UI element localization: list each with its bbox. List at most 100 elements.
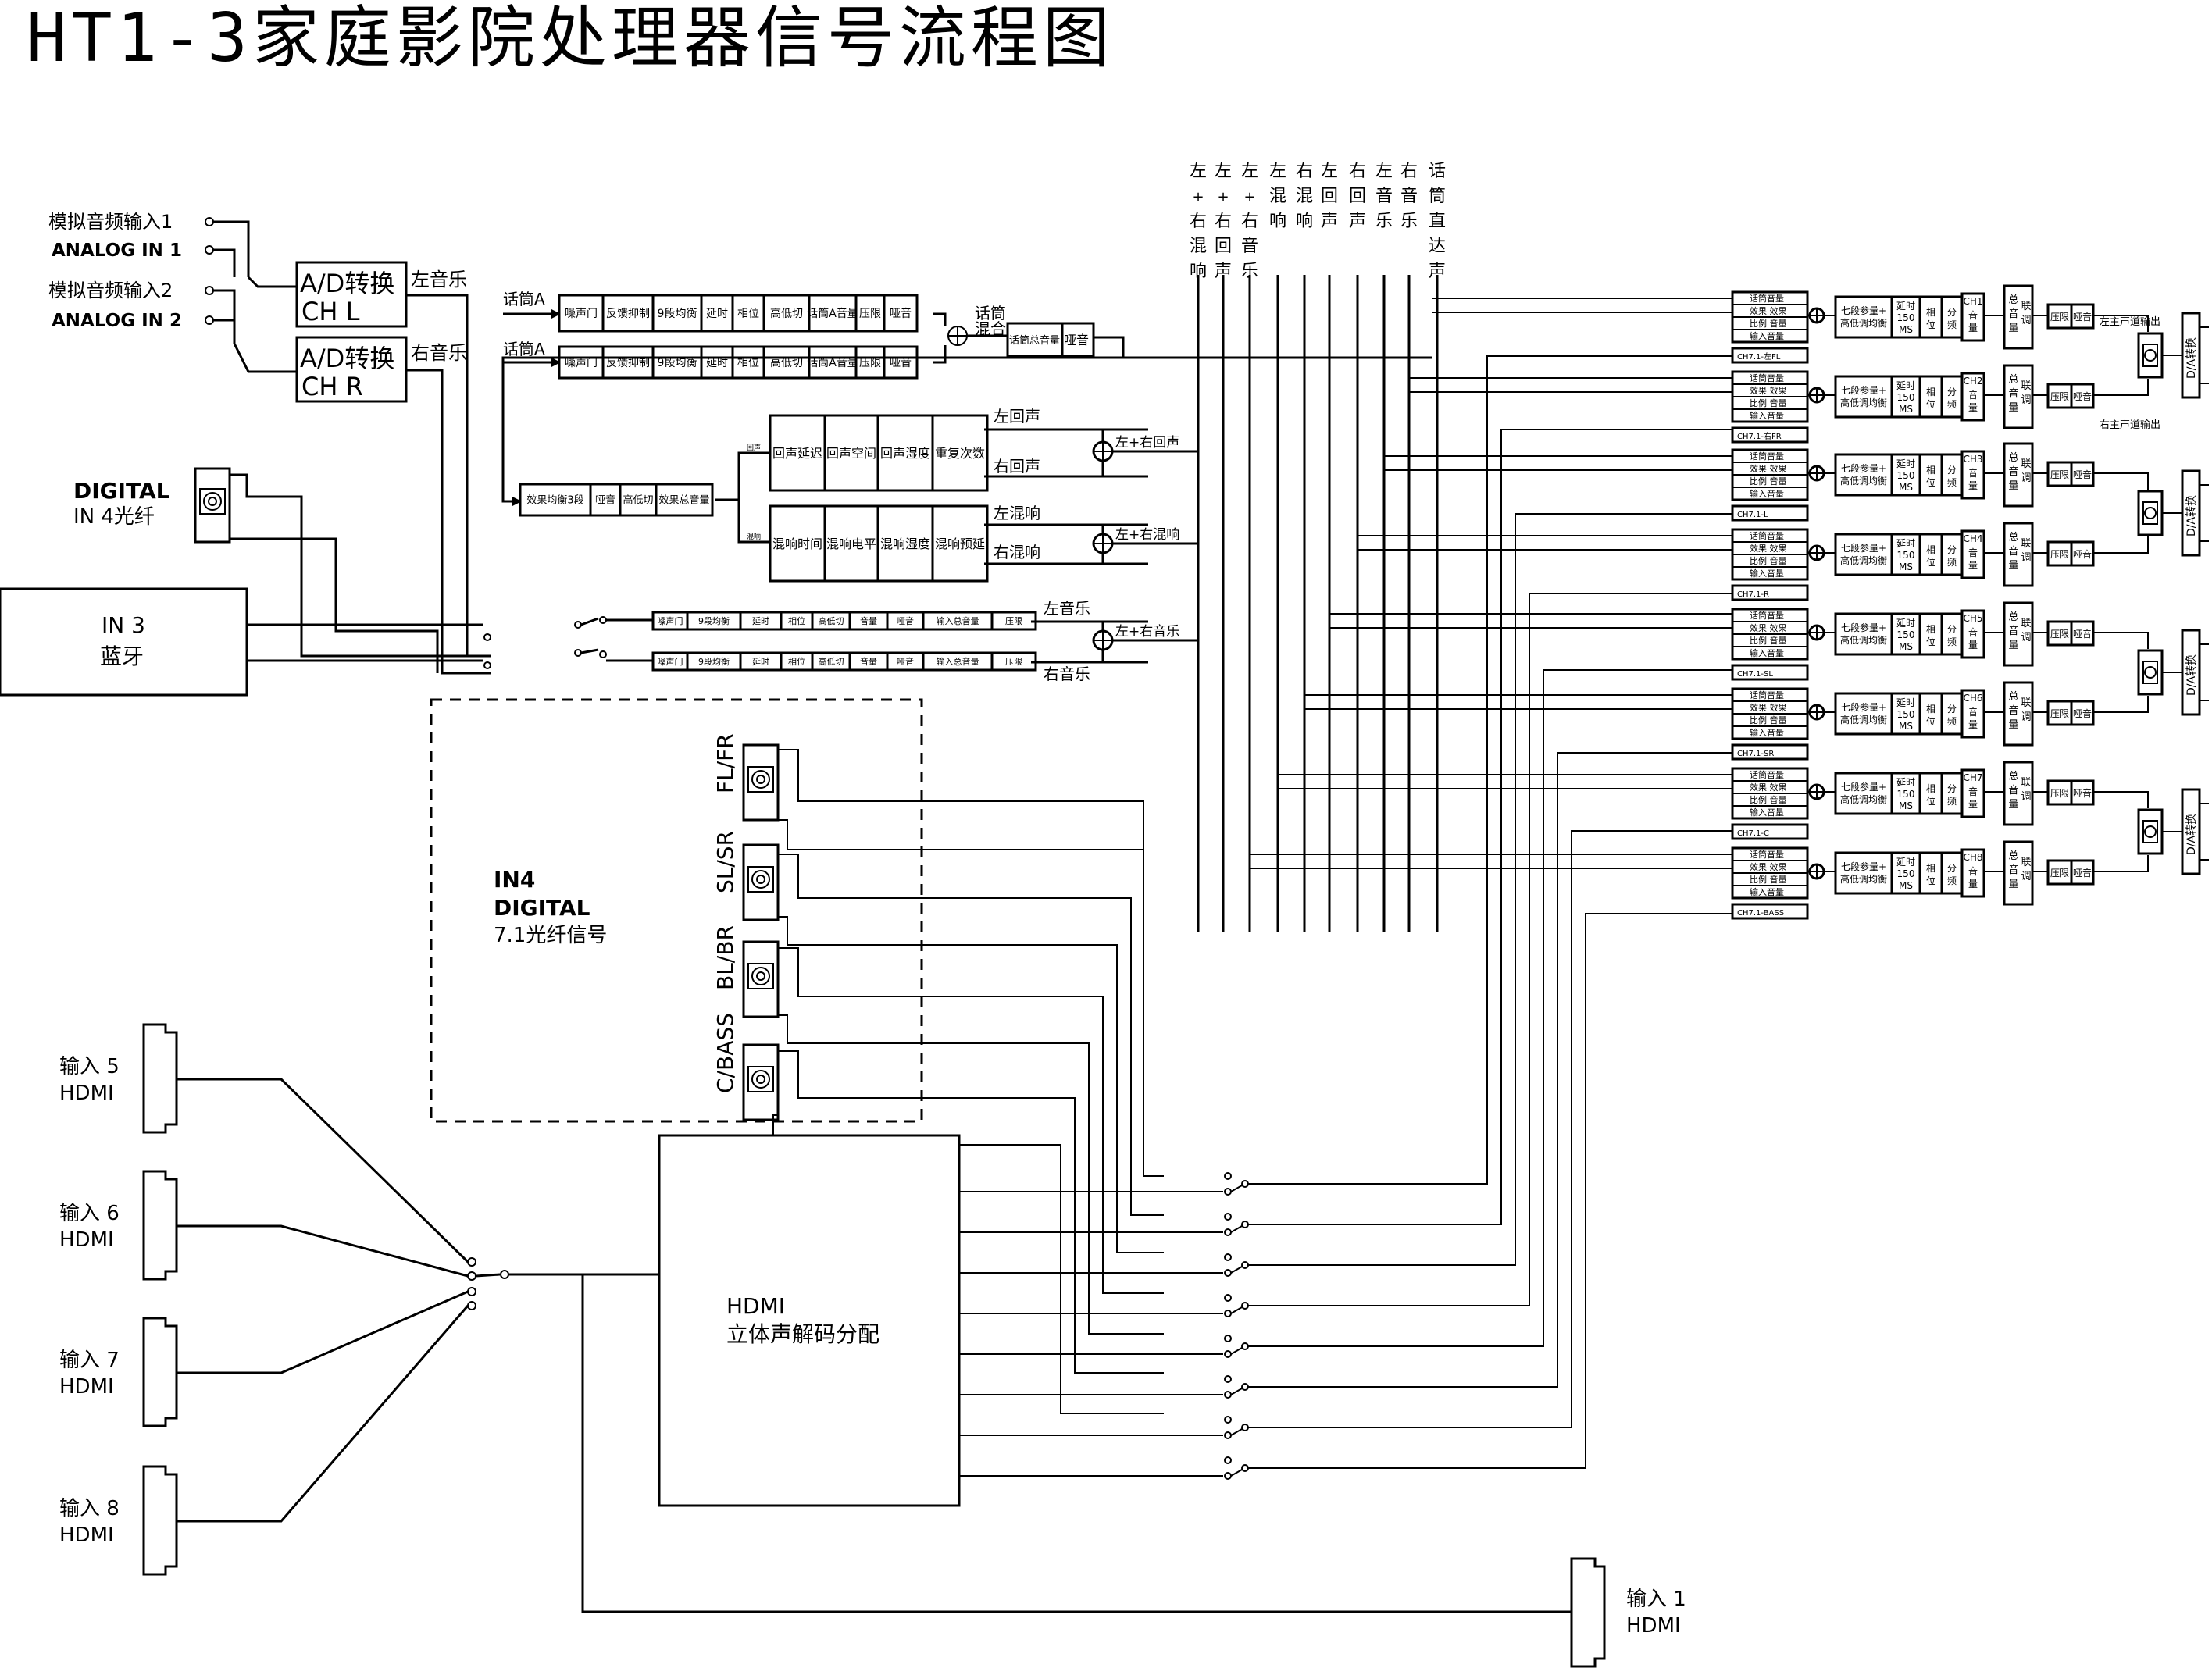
ch1-sum-cross [1810, 308, 1824, 323]
echo-block-2 [876, 414, 934, 492]
hdmi-1-label: 输入 1 [1626, 1588, 1686, 1611]
ch5-mix-label-0: 话筒音量 [1750, 610, 1784, 621]
ch7-link-0: 联 [2021, 777, 2031, 789]
ch7-mix-label-1: 效果 效果 [1750, 782, 1787, 793]
ch7-mute-label: 哑音 [2073, 787, 2092, 799]
ch5-mix-label-3: 输入音量 [1750, 647, 1784, 658]
da-label-3: D/A转换 [2185, 814, 2198, 855]
ch8-phase-b: 位 [1926, 875, 1936, 886]
music-r-label-1: 9段均衡 [698, 656, 730, 667]
effect-label-0: 效果均衡3段 [526, 495, 583, 507]
effect-label-1: 哑音 [595, 494, 615, 507]
ch6-mute-label: 哑音 [2073, 707, 2092, 719]
ch1-delay-b: 150 [1897, 312, 1915, 323]
ch2-xover-a: 分 [1947, 387, 1957, 397]
ch6-master-2: 量 [2008, 719, 2018, 731]
bus-6-char-0: 右 [1349, 162, 1366, 181]
da-jack-inner-2 [2142, 661, 2158, 684]
ch1-master [2003, 284, 2034, 350]
hdmi-1-input: 输入 1 HDMI [1570, 1557, 1686, 1668]
da-out-1 [2162, 484, 2209, 542]
optical-port-core-1 [756, 875, 765, 884]
ch8-label: CH8 [1963, 852, 1982, 863]
ch7-delay-c: MS [1899, 800, 1913, 811]
mic-b-block-0 [558, 345, 605, 380]
decoder-switch-c-3 [1241, 1302, 1249, 1310]
ch3-mix-label-0: 话筒音量 [1750, 451, 1784, 462]
bus-9-char-1: 筒 [1429, 187, 1446, 206]
ch8-limit-label: 压限 [2050, 868, 2069, 879]
ch7-peq-a: 七段参量+ [1841, 781, 1886, 793]
ch1-limit [2046, 303, 2073, 330]
ch2-xover-b: 频 [1947, 399, 1957, 410]
ch8-mix-label-2: 比例 音量 [1750, 874, 1787, 885]
hdmi-decoder-box [658, 1134, 961, 1507]
analog-input-2-en: ANALOG IN 2 [52, 311, 182, 331]
hdmi-8-label: 输入 8 [59, 1497, 120, 1520]
ch6-volume [1960, 689, 1985, 739]
music-left-label: 左音乐 [1044, 599, 1090, 618]
ch4-peq-a: 七段参量+ [1841, 542, 1886, 554]
analog-jack-1b [205, 245, 214, 255]
decoder-switch-c-1 [1241, 1221, 1249, 1228]
reverb-label-0: 混响时间 [772, 536, 822, 551]
mic-b-label-0: 噪声门 [565, 357, 598, 369]
ch5-mix-label-1: 效果 效果 [1750, 622, 1787, 633]
ch8-source-box [1731, 903, 1809, 920]
mic-a-label-6: 话筒A音量 [807, 307, 858, 320]
mic-a-block-5 [762, 294, 811, 333]
optical-route-3 [778, 916, 1164, 1253]
mic-a-label-4: 相位 [737, 308, 759, 320]
ch7-mix-label-0: 话筒音量 [1750, 769, 1784, 780]
ad-ch-r: CH R [301, 372, 363, 401]
decoder-route-4 [1248, 669, 1732, 1347]
mic-a-label-0: 噪声门 [565, 308, 598, 320]
ch2-peq [1834, 375, 1893, 419]
ch1-vol-b: 量 [1968, 323, 1978, 333]
ch8-mix-label-0: 话筒音量 [1750, 849, 1784, 860]
bus-6-char-2: 声 [1349, 212, 1366, 231]
ch1-source-label: CH7.1-左FL [1737, 351, 1781, 362]
ch8-source-label: CH7.1-BASS [1737, 909, 1784, 918]
digital-label: DIGITAL [73, 478, 170, 504]
ch4-mix-label-2: 比例 音量 [1750, 555, 1787, 566]
ch5-phase [1918, 612, 1943, 656]
music-l-label-1: 9段均衡 [698, 615, 730, 626]
ch3-peq [1834, 453, 1893, 497]
mic-a-label-1: 反馈抑制 [606, 308, 650, 320]
hdmi-5-label: 输入 5 [59, 1055, 120, 1078]
ch1-phase-b: 位 [1926, 319, 1936, 330]
ch2-link-0: 联 [2021, 380, 2031, 392]
bus-2-char-3: 音 [1241, 237, 1258, 256]
ch3-peq-b: 高低调均衡 [1840, 475, 1887, 486]
ch4-peq [1834, 533, 1893, 576]
ch5-mute-label: 哑音 [2073, 628, 2092, 640]
ch8-peq-a: 七段参量+ [1841, 861, 1886, 872]
music-l-label-6: 哑音 [897, 615, 914, 626]
ch4-peq-b: 高低调均衡 [1840, 554, 1887, 566]
left-main-output-label: 左主声道输出 [2100, 315, 2160, 328]
feed-0 [1432, 298, 1732, 313]
da-out-3 [2162, 803, 2209, 861]
ch6-mix-label-0: 话筒音量 [1750, 690, 1784, 700]
effect-block-3 [655, 483, 714, 517]
ch6-mix-label-2: 比例 音量 [1750, 715, 1787, 725]
effect-branch-echo: 回声 [747, 443, 761, 452]
ch4-phase-b: 位 [1926, 556, 1936, 568]
reverb-left-label: 左混响 [994, 504, 1040, 522]
echo-label-3: 重复次数 [935, 446, 985, 461]
echo-block-1 [823, 414, 879, 492]
reverb-block-0 [769, 504, 826, 583]
bus-4-char-2: 响 [1296, 212, 1313, 231]
in4-optical-label: 7.1光纤信号 [494, 924, 607, 947]
decoder-switch-a-3 [1224, 1310, 1232, 1317]
mic-total-mute [1061, 322, 1095, 358]
decoder-switch-blade-0 [1230, 1185, 1243, 1192]
decoder-route-6 [1248, 830, 1732, 1428]
optical-port-core-3 [756, 1075, 765, 1084]
ch2-delay-b: 150 [1897, 392, 1915, 403]
